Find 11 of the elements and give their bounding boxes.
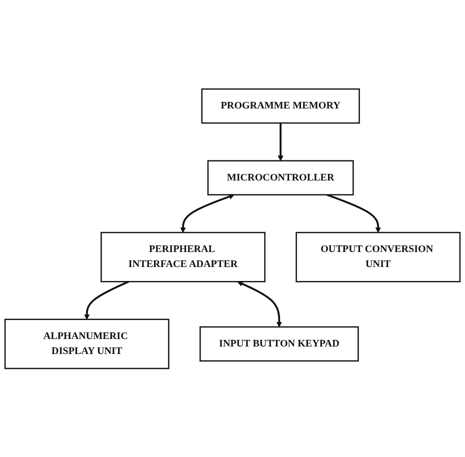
node-box: PERIPHERAL INTERFACE ADAPTER [100,232,266,282]
node-box: ALPHANUMERIC DISPLAY UNIT [4,318,170,369]
arrow [180,194,234,233]
node-box: MICROCONTROLLER [207,160,354,196]
arrow [237,281,282,327]
node-box: PROGRAMME MEMORY [201,88,360,124]
arrow [326,194,381,233]
arrow [278,122,284,161]
node-box: OUTPUT CONVERSION UNIT [296,232,461,282]
node-box: INPUT BUTTON KEYPAD [200,326,359,362]
arrow [84,280,130,320]
